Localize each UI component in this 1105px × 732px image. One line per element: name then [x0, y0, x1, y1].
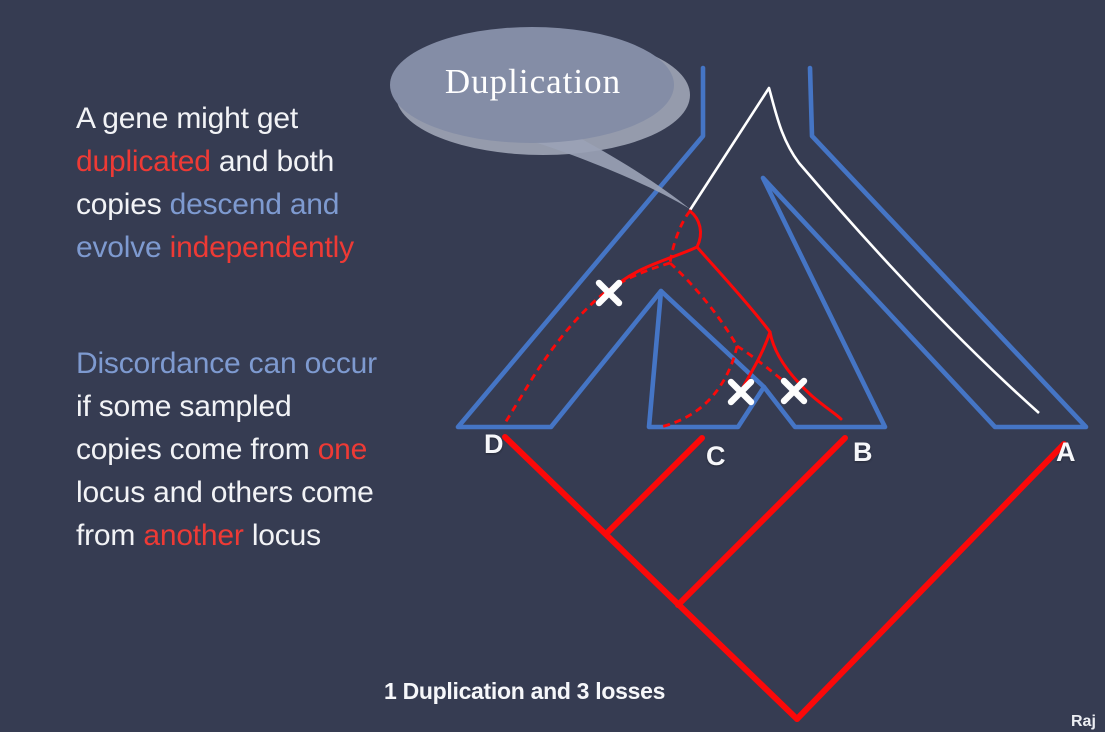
duplication-loop-right — [688, 209, 702, 249]
loss-marks — [595, 279, 808, 406]
text-line: copies descend and — [76, 188, 340, 221]
tip-label-d: D — [484, 429, 504, 459]
species-tree-c-branch-path — [646, 288, 767, 430]
text-line: Discordance can occur — [76, 347, 377, 380]
solid-branch-to-b — [768, 330, 843, 421]
ancestral-gene-lineage-line — [688, 86, 1040, 414]
text-line: from another locus — [76, 519, 321, 552]
text-line: if some sampled — [76, 390, 292, 423]
gene-copy-dashed — [503, 210, 795, 429]
species-tree-main-path — [455, 65, 1089, 430]
bubble-tail — [534, 130, 690, 209]
loss-mark-d-branch — [595, 279, 623, 307]
observed-gene-tree — [502, 434, 1067, 722]
solid-trunk — [695, 245, 772, 334]
dashed-branch-to-c — [660, 345, 739, 429]
gene-tree-a-to-root — [794, 441, 1067, 722]
explanation-block-2: Discordance can occur if some sampled co… — [76, 342, 446, 557]
loss-mark-b-branch — [780, 377, 808, 405]
dashed-branch-to-loss-b — [736, 344, 795, 392]
text-line: A gene might get — [76, 102, 298, 135]
gene-tree-b-leg — [675, 435, 848, 608]
species-tree-outline — [455, 65, 1089, 430]
dashed-branch-to-d — [503, 261, 671, 424]
attribution-text: Raj — [1071, 713, 1096, 730]
gene-tree-c-leg — [603, 435, 705, 537]
text-line: evolve independently — [76, 231, 354, 264]
text-line: duplicated and both — [76, 145, 335, 178]
tip-label-c: C — [706, 441, 726, 471]
duplication-callout-label: Duplication — [444, 62, 622, 101]
speech-bubble — [390, 27, 690, 209]
loss-mark-c-branch — [727, 378, 755, 406]
gene-copy-solid — [609, 209, 843, 421]
tip-label-b: B — [853, 437, 873, 467]
bubble-body — [390, 27, 674, 143]
text-line: locus and others come — [76, 476, 374, 509]
dashed-trunk — [669, 261, 739, 347]
tip-label-a: A — [1056, 437, 1076, 467]
duplication-loop-left — [668, 210, 692, 264]
explanation-block-1: A gene might get duplicated and both cop… — [76, 97, 446, 269]
gene-tree-d-to-root — [502, 434, 800, 722]
event-count-caption: 1 Duplication and 3 losses — [384, 678, 666, 704]
text-line: copies come from one — [76, 433, 368, 466]
